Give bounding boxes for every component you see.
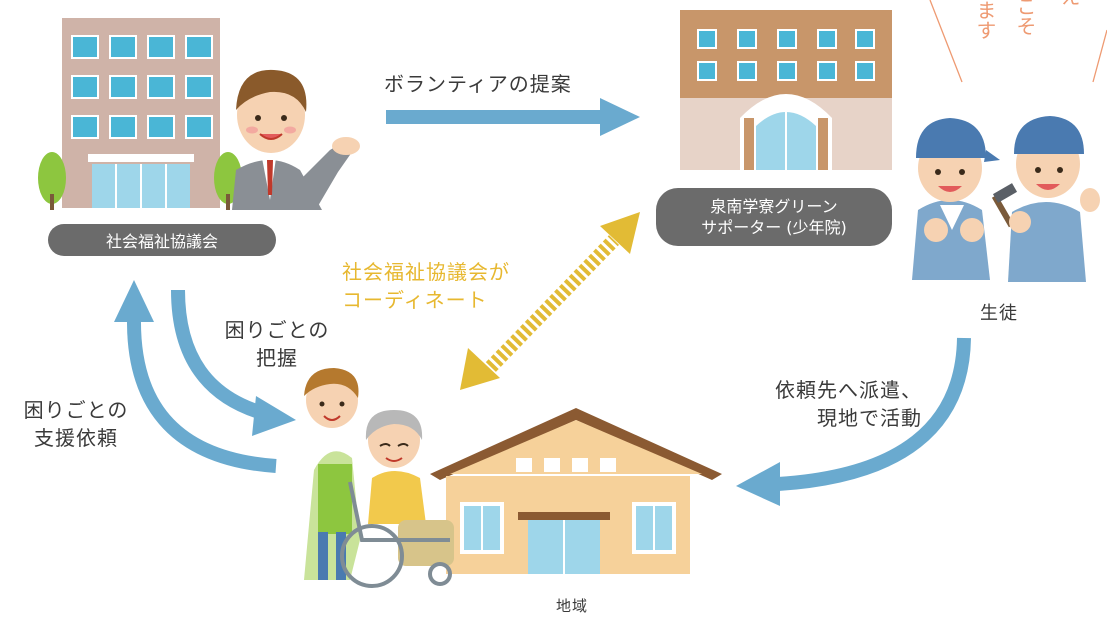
arrow-proposal: [386, 98, 640, 136]
corner-text-col3: え: [1057, 0, 1082, 6]
council-label: 社会福祉協議会: [48, 224, 276, 256]
school-building-icon: [680, 10, 892, 170]
grasp-label: 困りごとの 把握: [212, 316, 342, 372]
proposal-label: ボランティアの提案: [384, 72, 572, 96]
coordinate-label: 社会福祉協議会が コーディネート: [342, 258, 510, 314]
school-label: 泉南学寮グリーン サポーター (少年院): [656, 188, 892, 246]
coordinate-label-line1: 社会福祉協議会が: [342, 260, 510, 284]
community-label: 地域: [556, 597, 589, 615]
support-label: 困りごとの 支援依頼: [14, 396, 138, 452]
arrow-coordinate: [460, 212, 640, 390]
dispatch-label: 依頼先へ派遣、 現地で活動: [752, 376, 922, 432]
support-label-line1: 困りごとの: [23, 398, 129, 422]
community-house-icon: [430, 408, 722, 574]
dispatch-label-line2: 現地で活動: [817, 406, 922, 430]
school-label-line1: 泉南学寮グリーン: [710, 197, 838, 216]
support-label-line2: 支援依頼: [34, 426, 118, 450]
school-label-line2: サポーター (少年院): [701, 218, 847, 237]
corner-frame: [929, 0, 1107, 83]
council-staff-icon: [232, 69, 360, 210]
council-building-icon: [38, 18, 242, 210]
grasp-label-line2: 把握: [256, 346, 298, 370]
dispatch-label-line1: 依頼先へ派遣、: [775, 378, 922, 402]
arrow-dispatch: [736, 337, 971, 506]
arrow-grasp: [171, 289, 296, 436]
students-label: 生徒: [980, 303, 1018, 324]
corner-text-col1: ます: [973, 0, 997, 40]
grasp-label-line1: 困りごとの: [224, 318, 330, 342]
caregiver-elderly-icon: [304, 368, 454, 588]
arrow-support-request: [114, 280, 277, 473]
corner-text-col2: こそ: [1013, 0, 1037, 36]
coordinate-label-line2: コーディネート: [342, 288, 488, 312]
students-icon: [912, 116, 1100, 282]
